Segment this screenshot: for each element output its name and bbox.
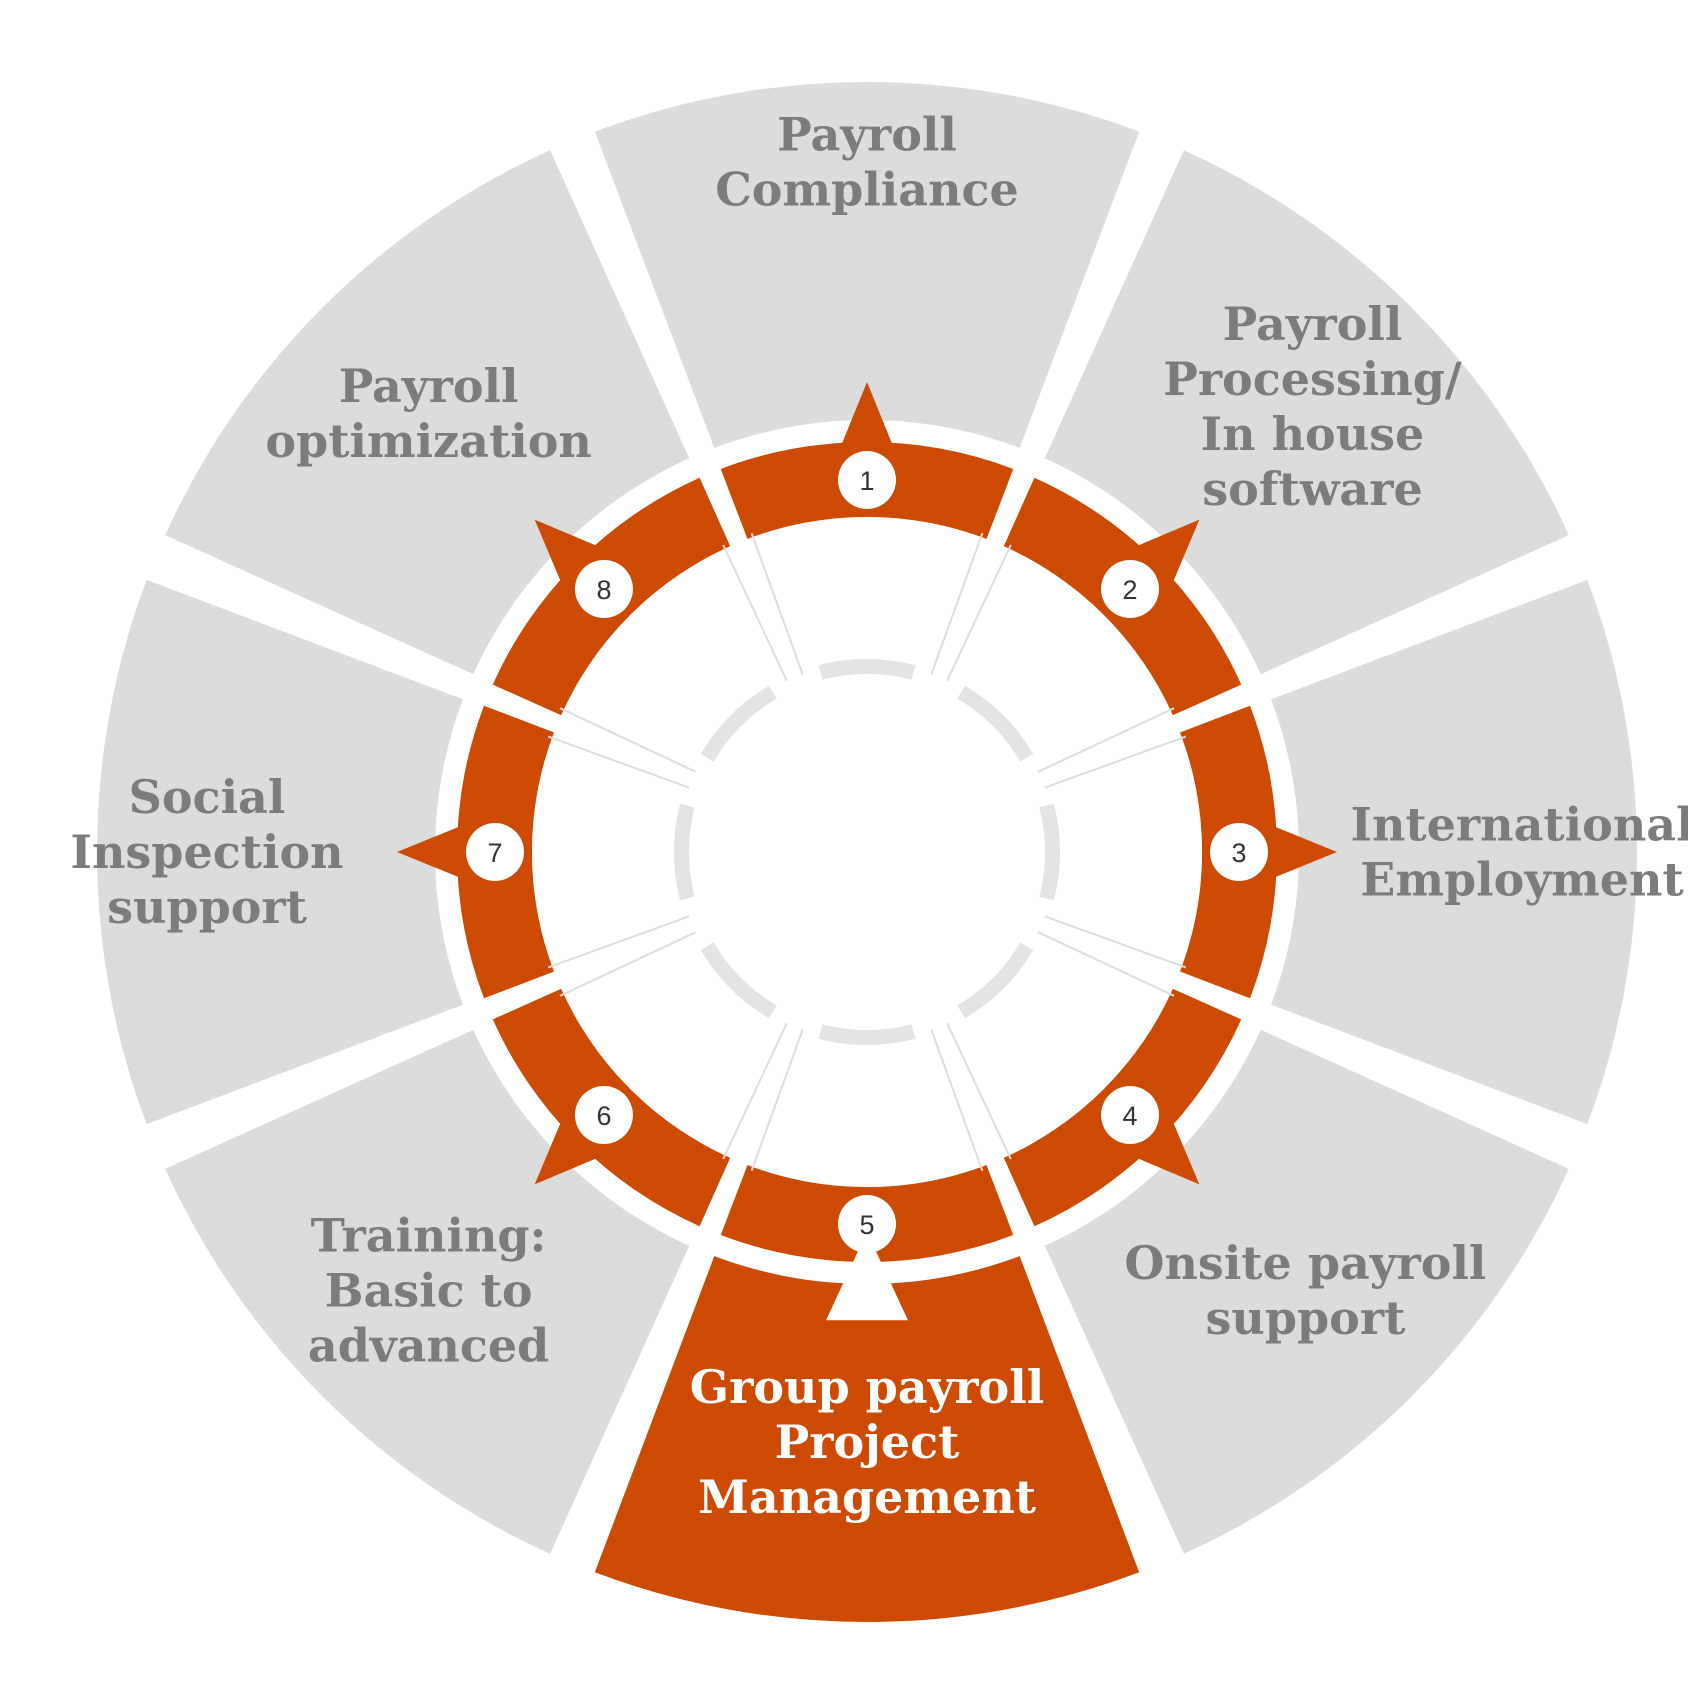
label-line: Payroll xyxy=(777,108,957,162)
inner-arc-1 xyxy=(818,659,916,680)
number-badge-8 xyxy=(574,559,633,618)
number-badge-text: 6 xyxy=(596,1101,611,1131)
spoke-line xyxy=(930,1029,984,1172)
number-badge-text: 8 xyxy=(596,575,611,605)
spoke-line xyxy=(722,544,788,682)
label-line: Training: xyxy=(311,1208,547,1262)
spoke-line xyxy=(547,915,690,969)
inner-arc-2 xyxy=(957,685,1034,762)
spoke-line xyxy=(946,1022,1012,1160)
inner-arc-8 xyxy=(700,685,777,762)
sector-international-employment xyxy=(1259,579,1637,1125)
spoke-line xyxy=(547,735,690,789)
label-line: Inspection xyxy=(70,825,343,879)
spoke-line xyxy=(750,532,804,675)
label-line: Project xyxy=(775,1415,960,1469)
number-badge-1 xyxy=(838,451,896,509)
label-line: Group payroll xyxy=(690,1360,1044,1414)
inner-white-disc xyxy=(532,517,1202,1187)
inner-arc-5 xyxy=(818,1024,916,1046)
orange-ring xyxy=(397,382,1337,1321)
label-line: Management xyxy=(698,1470,1037,1524)
pointer-1 xyxy=(836,382,898,459)
pointer-7 xyxy=(397,821,474,883)
sector-group-payroll-project-management xyxy=(594,1244,1140,1622)
label-line: Employment xyxy=(1360,853,1684,907)
pointer-2 xyxy=(1123,519,1200,596)
spoke-line xyxy=(1037,707,1175,773)
label-line: Processing/ xyxy=(1163,352,1462,406)
label-line: Onsite payroll xyxy=(1124,1236,1486,1290)
spoke-line xyxy=(930,532,984,675)
label-line: support xyxy=(107,880,308,934)
number-badge-2 xyxy=(1101,559,1160,618)
label-line: software xyxy=(1202,462,1423,516)
pointer-3 xyxy=(1260,821,1337,883)
inner-arc-3 xyxy=(1039,803,1060,901)
number-badge-3 xyxy=(1210,823,1268,881)
spoke-line xyxy=(1044,915,1187,969)
inner-spokes xyxy=(547,532,1187,1172)
inner-grey-ring xyxy=(674,659,1060,1046)
label-line: In house xyxy=(1201,407,1425,461)
number-badge-text: 2 xyxy=(1123,575,1138,605)
label-line: Payroll xyxy=(339,359,519,413)
inner-arc-4 xyxy=(957,942,1034,1019)
number-badge-7 xyxy=(466,823,524,881)
sector-payroll-compliance xyxy=(594,81,1140,460)
number-badge-5 xyxy=(838,1195,896,1253)
label-line: Payroll xyxy=(1223,297,1403,351)
label-line: advanced xyxy=(308,1318,549,1372)
spoke-line xyxy=(1037,931,1175,997)
sector-social-inspection-support xyxy=(96,579,475,1125)
number-badge-text: 4 xyxy=(1123,1101,1138,1131)
pointer-4 xyxy=(1123,1108,1200,1185)
spoke-line xyxy=(1044,735,1187,789)
spoke-line xyxy=(722,1022,788,1160)
number-badge-text: 3 xyxy=(1231,838,1246,868)
number-badge-4 xyxy=(1101,1086,1160,1145)
label-line: optimization xyxy=(265,414,592,468)
pointer-6 xyxy=(534,1108,611,1185)
label-line: International xyxy=(1350,798,1688,852)
label-line: Compliance xyxy=(715,163,1019,217)
label-line: Social xyxy=(129,770,286,824)
number-badge-6 xyxy=(574,1086,633,1145)
pointer-5 xyxy=(826,1232,908,1321)
spoke-line xyxy=(946,544,1012,682)
number-badge-text: 7 xyxy=(487,838,502,868)
pointer-8 xyxy=(534,519,611,596)
spoke-line xyxy=(750,1029,804,1172)
spoke-line xyxy=(559,707,697,773)
spoke-line xyxy=(559,931,697,997)
number-badge-text: 5 xyxy=(859,1210,874,1240)
label-line: Basic to xyxy=(325,1263,533,1317)
number-badge-text: 1 xyxy=(859,466,874,496)
number-badges: 1 2 3 4 5 6 7 8 xyxy=(466,451,1268,1253)
inner-arc-7 xyxy=(674,803,695,901)
label-line: support xyxy=(1205,1291,1406,1345)
inner-arc-6 xyxy=(700,942,777,1019)
